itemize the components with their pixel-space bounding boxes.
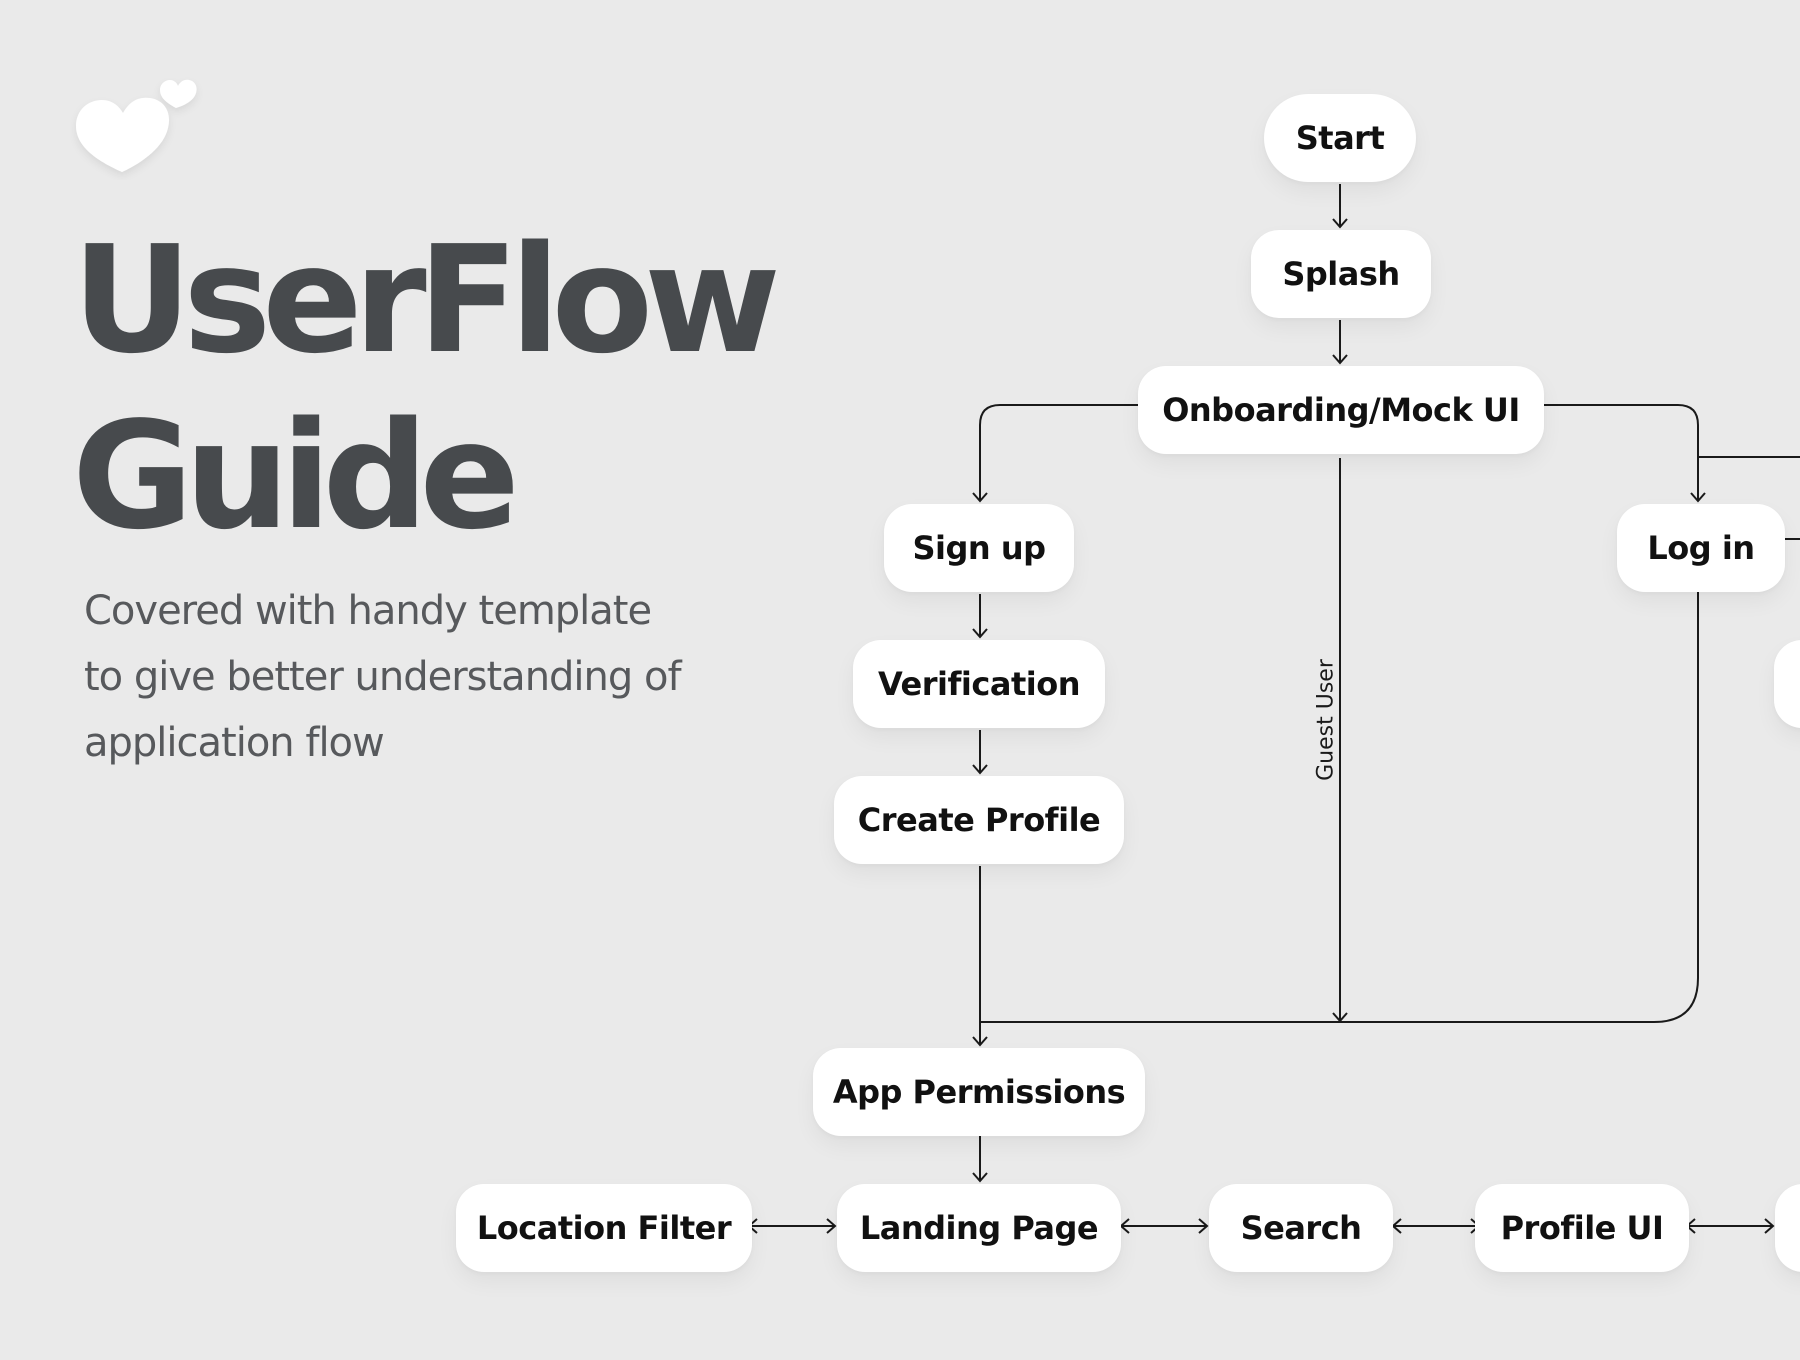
edge-profile-next-arrow-r <box>1764 1218 1775 1234</box>
node-verification[interactable]: Verification <box>853 640 1105 728</box>
node-offscreen-right[interactable] <box>1774 640 1800 728</box>
title-line-2: Guide <box>72 390 520 562</box>
edge-verification-create-arrow <box>972 764 988 775</box>
edge-onboarding-login-arrow <box>1690 492 1706 503</box>
hearts-icon <box>76 79 197 172</box>
page-title: UserFlow Guide <box>72 212 781 564</box>
node-app-permissions[interactable]: App Permissions <box>813 1048 1145 1136</box>
edge-start-splash-arrow <box>1332 218 1348 229</box>
title-line-1: UserFlow <box>72 214 781 386</box>
node-start[interactable]: Start <box>1264 94 1416 182</box>
node-profile-ui[interactable]: Profile UI <box>1475 1184 1689 1272</box>
node-splash[interactable]: Splash <box>1251 230 1431 318</box>
guest-user-label: Guest User <box>1313 659 1339 781</box>
edge-location-landing-arrow-r <box>826 1218 837 1234</box>
node-search[interactable]: Search <box>1209 1184 1393 1272</box>
node-onboarding[interactable]: Onboarding/Mock UI <box>1138 366 1544 454</box>
edge-login-merge <box>980 592 1699 1023</box>
edge-onboarding-signup-arrow <box>972 492 988 503</box>
page-subtitle: Covered with handy template to give bett… <box>84 588 682 766</box>
edge-permissions-landing-arrow <box>972 1172 988 1183</box>
edge-search-profile-arrow-l <box>1391 1218 1402 1234</box>
edge-onboarding-signup <box>979 404 1138 500</box>
node-location-filter[interactable]: Location Filter <box>456 1184 752 1272</box>
node-login[interactable]: Log in <box>1617 504 1785 592</box>
node-offscreen-bottom-right[interactable] <box>1775 1184 1800 1272</box>
edge-landing-search-arrow-l <box>1119 1218 1130 1234</box>
node-signup[interactable]: Sign up <box>884 504 1074 592</box>
edge-create-permissions-arrow <box>972 1036 988 1047</box>
edge-landing-search-arrow-r <box>1198 1218 1209 1234</box>
node-create-profile[interactable]: Create Profile <box>834 776 1124 864</box>
edge-signup-verification-arrow <box>972 628 988 639</box>
edge-splash-onboarding-arrow <box>1332 354 1348 365</box>
node-landing-page[interactable]: Landing Page <box>837 1184 1121 1272</box>
edge-onboarding-login <box>1544 404 1699 500</box>
